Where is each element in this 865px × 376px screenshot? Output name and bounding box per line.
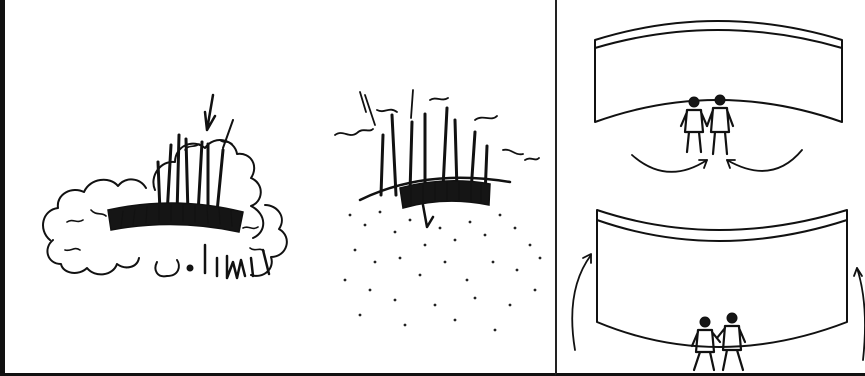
convex-wall-top-face [597, 210, 847, 241]
concave-wall-diagram [595, 21, 842, 172]
right-panel-wall-diagrams [555, 0, 865, 376]
sketch-seat-at-edge [335, 90, 541, 331]
people-in-alcove [681, 95, 733, 154]
ground-stipple [344, 211, 542, 332]
concave-wall-top-face [595, 21, 842, 48]
arrow-right-around [857, 268, 865, 360]
convex-wall-front-face [597, 220, 847, 347]
arrow-right-inward [727, 150, 802, 171]
shrub-texture [65, 140, 264, 251]
convex-wall-diagram [572, 210, 865, 370]
edge-seat-band [400, 181, 490, 208]
arrow-left-around [572, 255, 591, 350]
arrow-left-inward [632, 155, 707, 172]
edge-foliage [335, 90, 539, 160]
concave-wall-front-face [595, 48, 842, 122]
arrow-down-mark [205, 95, 215, 130]
people-walking-past [692, 313, 745, 370]
sketch-planting-clearing [43, 95, 287, 278]
left-panel-planting-sketches [0, 0, 557, 376]
right-panel-svg [557, 0, 865, 373]
left-panel-svg [5, 0, 557, 373]
curved-seat-band [108, 203, 243, 232]
